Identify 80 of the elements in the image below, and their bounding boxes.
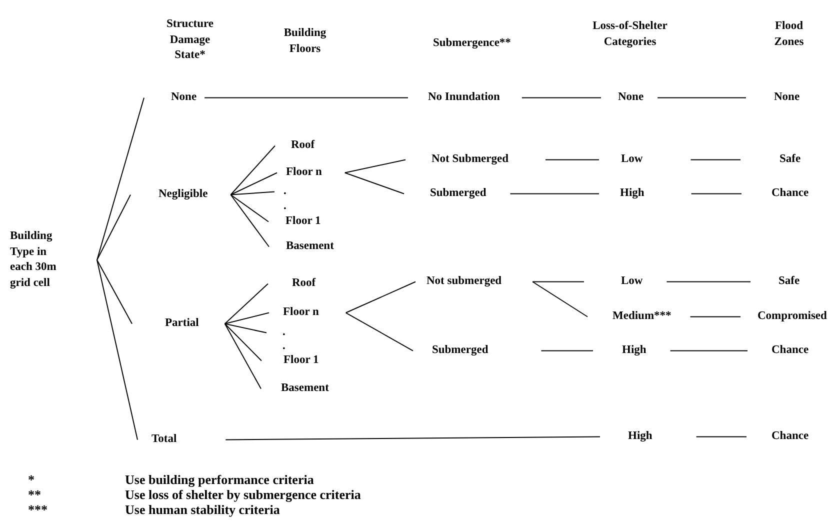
connector-line xyxy=(225,436,600,440)
branch-label: High xyxy=(600,429,696,445)
branch-label: Submerged xyxy=(404,186,510,202)
branch-label: . xyxy=(274,184,288,200)
branch-label: Negligible xyxy=(130,187,231,203)
connector-line xyxy=(230,194,269,222)
connector-line xyxy=(345,312,414,352)
branch-label: High xyxy=(599,186,692,202)
connector-line xyxy=(224,283,268,324)
branch-label: Floor 1 xyxy=(262,353,323,369)
branch-label: None xyxy=(746,90,804,106)
footnote-mark: *** xyxy=(28,501,48,519)
footnote-text: Use human stability criteria xyxy=(125,502,280,519)
connector-line xyxy=(666,281,751,282)
branch-label: Floor n xyxy=(269,305,346,321)
connector-line xyxy=(96,97,144,261)
connector-line xyxy=(545,159,600,160)
connector-line xyxy=(230,194,270,248)
branch-label: Floor n xyxy=(277,165,345,181)
connector-line xyxy=(532,281,588,318)
connector-line xyxy=(230,191,275,196)
connector-line xyxy=(344,159,406,174)
footnote-text: Use building performance criteria xyxy=(125,471,314,489)
branch-label: Roof xyxy=(275,138,319,154)
branch-label: Basement xyxy=(269,239,338,255)
branch-label: Floor 1 xyxy=(268,214,325,230)
footnote-mark: * xyxy=(28,471,34,489)
column-header: Loss-of-Shelter Categories xyxy=(592,19,668,50)
branch-label: Low xyxy=(584,274,667,290)
connector-line xyxy=(510,193,600,194)
branch-label: Compromised xyxy=(740,309,829,325)
connector-line xyxy=(96,260,138,440)
branch-label: Submerged xyxy=(413,343,542,359)
connector-line xyxy=(690,316,741,318)
branch-label: Medium*** xyxy=(588,309,690,325)
connector-line xyxy=(696,436,747,438)
column-header: Structure Damage State* xyxy=(165,17,215,64)
branch-label: Total xyxy=(138,432,226,448)
root-label: Building Type in each 30m grid cell xyxy=(10,229,97,292)
branch-label: Basement xyxy=(261,381,333,397)
connector-line xyxy=(224,323,262,390)
column-header: Flood Zones xyxy=(773,19,805,50)
column-header: Submergence** xyxy=(433,36,511,51)
connector-line xyxy=(204,97,408,98)
branch-label: Low xyxy=(599,152,691,168)
branch-label: Chance xyxy=(742,186,813,202)
connector-line xyxy=(96,260,132,324)
branch-label: Chance xyxy=(746,429,813,445)
branch-label: . xyxy=(266,325,288,341)
branch-label: Not Submerged xyxy=(406,152,546,168)
branch-label: Safe xyxy=(740,152,805,168)
connector-line xyxy=(521,97,602,98)
branch-label: Chance xyxy=(748,343,813,359)
branch-label: None xyxy=(601,90,658,106)
connector-line xyxy=(224,312,270,324)
connector-line xyxy=(690,159,741,160)
branch-label: Roof xyxy=(268,276,320,292)
footnote-mark: ** xyxy=(28,486,41,504)
branch-label: None xyxy=(144,90,205,106)
connector-line xyxy=(532,281,584,282)
branch-label: Partial xyxy=(132,316,225,332)
branch-label: High xyxy=(593,343,670,359)
column-header: Building Floors xyxy=(282,26,328,57)
branch-label: . xyxy=(280,339,288,355)
branch-label: Safe xyxy=(750,274,804,290)
connector-line xyxy=(224,323,262,362)
connector-line xyxy=(96,194,131,261)
connector-line xyxy=(657,97,746,98)
connector-line xyxy=(540,350,594,352)
connector-line xyxy=(670,350,748,352)
connector-line xyxy=(224,323,267,334)
connector-line xyxy=(344,172,404,194)
connector-line xyxy=(230,145,276,196)
branch-label: Not submerged xyxy=(416,274,533,290)
footnote-text: Use loss of shelter by submergence criteria xyxy=(125,487,361,504)
branch-label: No Inundation xyxy=(408,90,522,106)
branch-label: . xyxy=(282,199,288,215)
connector-line xyxy=(230,172,278,196)
connector-line xyxy=(690,193,742,194)
connector-line xyxy=(345,281,416,314)
